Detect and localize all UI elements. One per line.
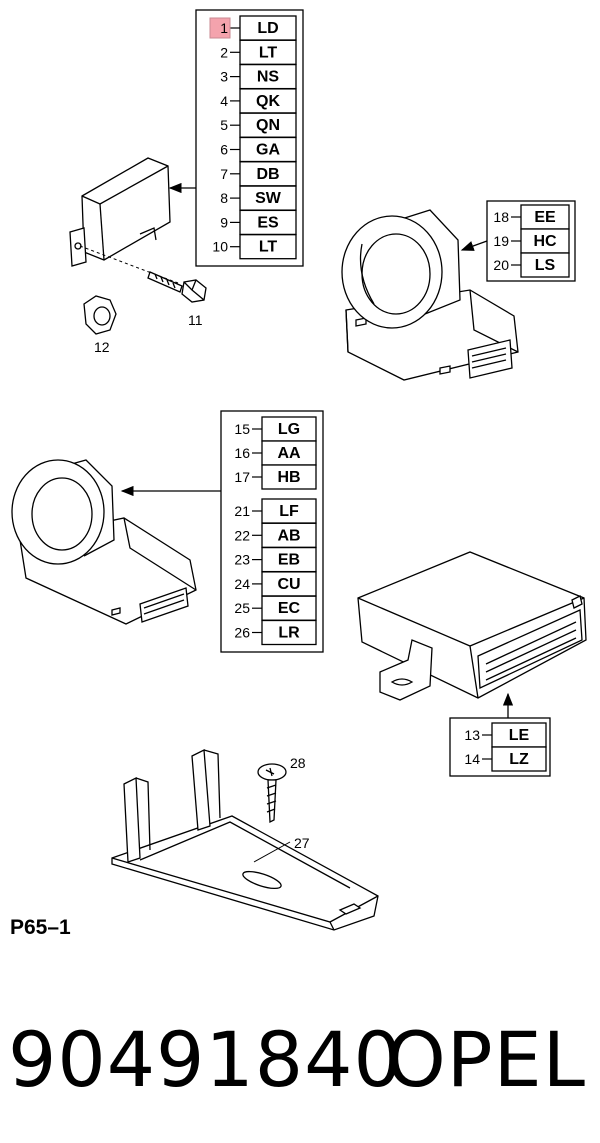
code-text-23: EB [278,552,300,569]
screw-icon [257,763,287,824]
nut-icon [83,295,117,335]
code-text-16: AA [277,445,301,462]
sheet-reference: P65–1 [10,916,71,939]
code-text-25: EC [278,600,301,617]
code-text-21: LF [279,503,299,520]
code-box-6 [239,136,297,163]
item-number-6: 6 [220,142,228,158]
code-text-10: LT [259,239,278,256]
code-text-15: LG [278,421,300,438]
code-text-26: LR [278,625,300,642]
code-box-26 [261,619,317,646]
code-text-9: ES [257,214,279,231]
code-box-9 [239,209,297,236]
footer: 90491840 OPEL [0,1005,600,1115]
item-number-18: 18 [493,209,509,225]
screw-icon [147,271,207,303]
item-number-1: 1 [220,20,228,36]
item-number-26: 26 [234,625,250,641]
label-28: 28 [290,755,306,771]
mounting-bracket [111,748,379,931]
code-text-14: LZ [509,751,529,768]
code-text-5: QN [256,117,280,134]
item-number-9: 9 [220,214,228,230]
code-text-19: HC [533,233,557,250]
label-11: 11 [188,312,203,328]
item-number-20: 20 [493,257,509,273]
code-text-17: HB [277,469,300,486]
item-number-15: 15 [234,421,250,437]
item-number-3: 3 [220,69,228,85]
code-text-7: DB [256,166,279,183]
highlight-marker [209,17,231,39]
code-text-13: LE [509,727,530,744]
item-number-22: 22 [234,527,250,543]
code-box-14 [491,746,547,772]
item-number-23: 23 [234,552,250,568]
part-number: 90491840 [8,1015,403,1104]
code-text-3: NS [257,69,280,86]
brand-name: OPEL [385,1015,586,1104]
ignition-ring-middle [11,459,197,625]
item-number-13: 13 [464,727,480,743]
item-number-5: 5 [220,117,228,133]
code-text-22: AB [277,527,300,544]
code-text-8: SW [255,190,282,207]
code-text-6: GA [256,142,280,159]
item-number-16: 16 [234,445,250,461]
code-box-7 [239,161,297,187]
control-module-small [69,157,171,267]
item-number-24: 24 [234,576,250,592]
code-text-24: CU [277,576,300,593]
item-number-10: 10 [212,239,228,255]
code-text-18: EE [534,209,556,226]
item-number-19: 19 [493,233,509,249]
code-box-13 [491,722,547,748]
code-text-20: LS [535,257,556,274]
item-number-2: 2 [220,44,228,60]
leader-27 [253,841,291,863]
ignition-ring-upper [341,209,519,381]
item-number-21: 21 [234,503,250,519]
frame-bottom-group [449,717,551,777]
arrow-right-upper-group [460,240,488,251]
code-text-1: LD [257,20,278,37]
item-number-4: 4 [220,93,228,109]
item-number-25: 25 [234,600,250,616]
code-box-21 [261,498,317,524]
item-number-17: 17 [234,469,250,485]
item-number-14: 14 [464,751,480,767]
code-text-2: LT [259,44,278,61]
item-number-7: 7 [220,166,228,182]
item-number-8: 8 [220,190,228,206]
frame-middle-group [220,410,324,653]
code-text-4: QK [256,93,280,110]
frame-top-group [195,9,304,267]
label-12: 12 [94,339,110,355]
ecu-module-large [357,551,587,701]
label-27: 27 [294,835,310,851]
